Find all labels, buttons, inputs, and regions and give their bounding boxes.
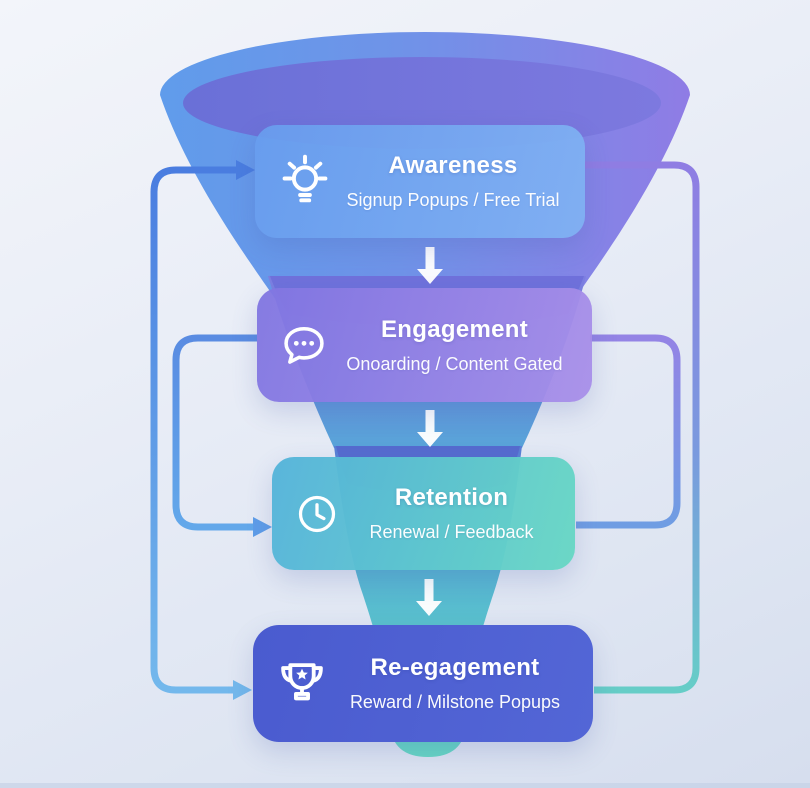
- stage-text-re-engagement: Re-egagement Reward / Milstone Popups: [329, 654, 593, 713]
- stage-text-engagement: Engagement Onoarding / Content Gated: [329, 316, 592, 375]
- loop-arrowheads: [233, 160, 272, 700]
- stage-title: Retention: [394, 484, 509, 511]
- chat-bubble-icon: [279, 320, 329, 370]
- stage-subtitle: Reward / Milstone Popups: [349, 692, 561, 712]
- trophy-icon: [275, 657, 329, 711]
- stage-subtitle: Renewal / Feedback: [369, 522, 534, 542]
- stage-card-retention: Retention Renewal / Feedback: [272, 457, 575, 570]
- lightbulb-icon: [277, 153, 333, 211]
- arrowhead-into-re-engagement: [233, 680, 252, 700]
- clock-icon: [294, 491, 340, 537]
- arrowhead-into-awareness: [236, 160, 255, 180]
- stage-text-retention: Retention Renewal / Feedback: [340, 484, 575, 543]
- stage-text-awareness: Awareness Signup Popups / Free Trial: [333, 152, 585, 211]
- loop-line-left-inner: [172, 334, 257, 531]
- loop-line-right-inner: [576, 334, 681, 529]
- stage-card-re-engagement: Re-egagement Reward / Milstone Popups: [253, 625, 593, 742]
- stage-card-awareness: Awareness Signup Popups / Free Trial: [255, 125, 585, 238]
- stage-title: Awareness: [388, 152, 518, 179]
- loop-line-left-outer: [150, 166, 236, 694]
- stage-subtitle: Onoarding / Content Gated: [346, 353, 563, 374]
- loop-line-right-outer: [585, 161, 700, 694]
- stage-subtitle: Signup Popups / Free Trial: [346, 190, 560, 210]
- arrowhead-into-retention: [253, 517, 272, 537]
- stage-title: Engagement: [380, 315, 529, 343]
- stage-title: Re-egagement: [370, 654, 540, 681]
- loop-connectors: [150, 161, 700, 694]
- stage-card-engagement: Engagement Onoarding / Content Gated: [257, 288, 592, 402]
